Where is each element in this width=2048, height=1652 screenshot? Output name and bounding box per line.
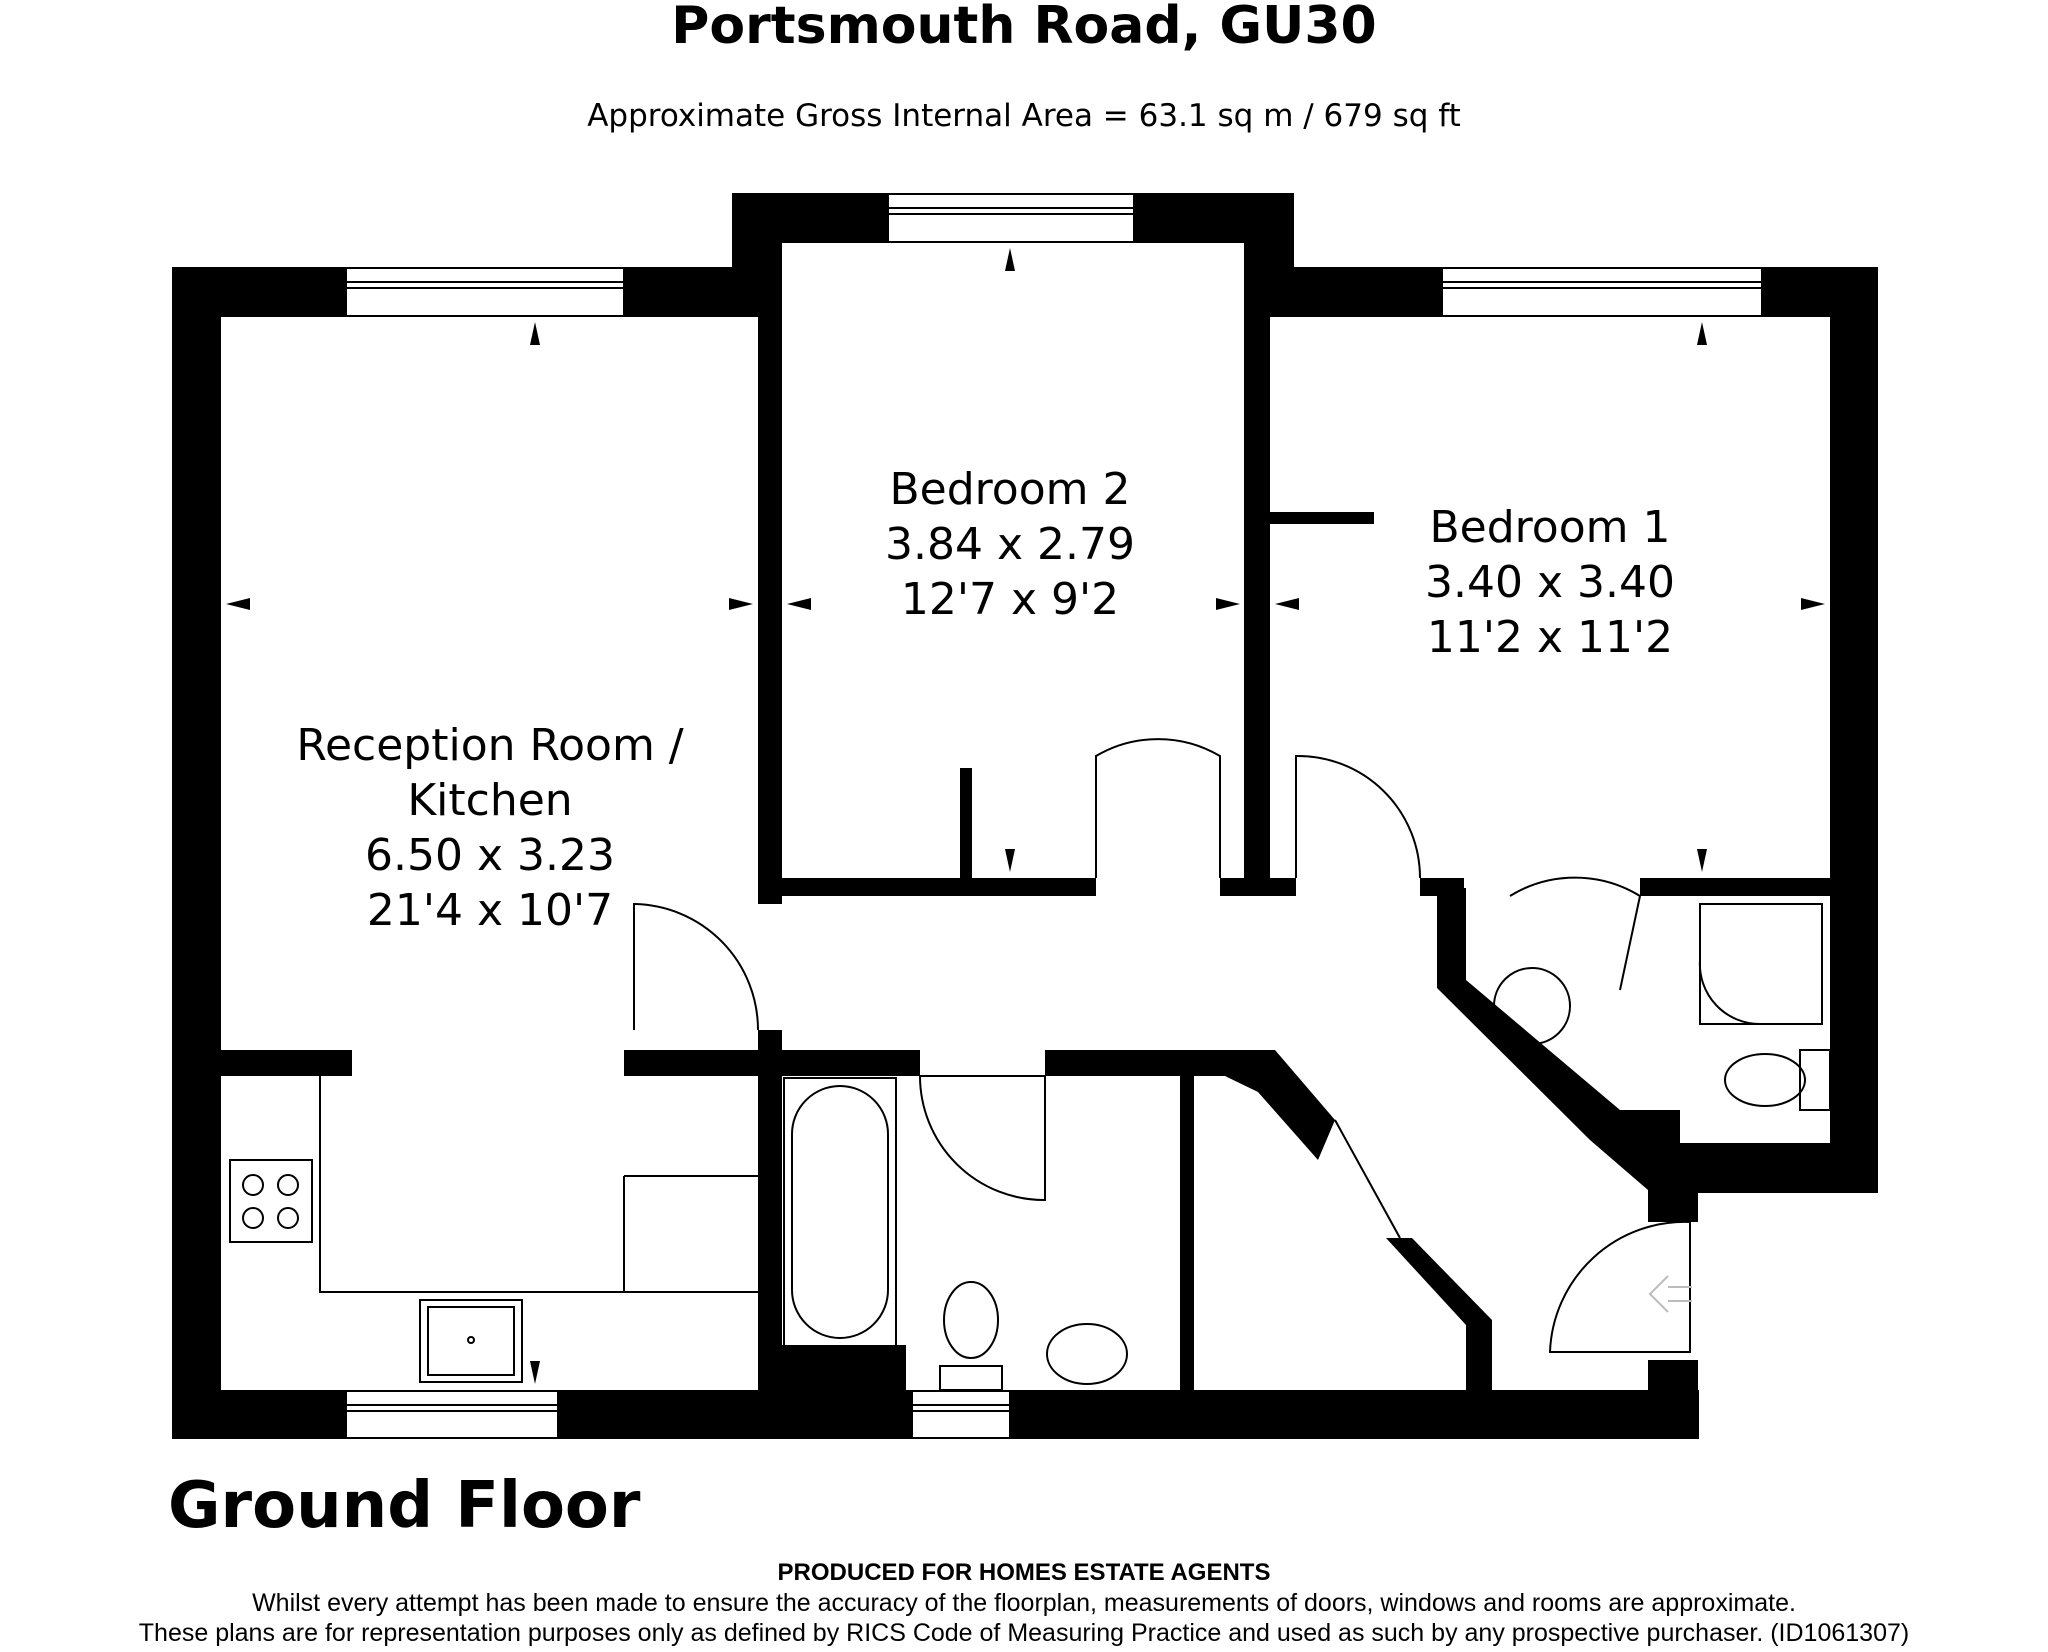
kitchen-fittings (229, 1076, 758, 1383)
dimension-arrows (226, 248, 1825, 1384)
room-name: Bedroom 2 (889, 464, 1131, 515)
room-label-bedroom-2: Bedroom 2 3.84 x 2.79 12'7 x 9'2 (840, 462, 1180, 627)
footer-heading: PRODUCED FOR HOMES ESTATE AGENTS (777, 1559, 1271, 1586)
room-name-line1: Reception Room / (296, 720, 684, 771)
room-dimensions-metric: 3.40 x 3.40 (1425, 557, 1675, 608)
diagonal-walls (1220, 888, 1698, 1390)
room-name-line2: Kitchen (407, 775, 573, 826)
floor-label: Ground Floor (168, 1469, 641, 1543)
room-dimensions-imperial: 11'2 x 11'2 (1426, 612, 1674, 663)
room-dimensions-metric: 3.84 x 2.79 (885, 519, 1135, 570)
entrance-arrow (1648, 1275, 1692, 1313)
footer-disclaimer-line2: These plans are for representation purpo… (138, 1619, 1910, 1647)
footer-disclaimer-line1: Whilst every attempt has been made to en… (252, 1589, 1796, 1617)
room-name: Bedroom 1 (1429, 502, 1671, 553)
plan-title: Portsmouth Road, GU30 (671, 0, 1377, 56)
doors (633, 738, 1691, 1353)
gross-internal-area: Approximate Gross Internal Area = 63.1 s… (587, 98, 1461, 134)
bathroom-fittings (783, 903, 1831, 1391)
interior-walls (172, 317, 1878, 1390)
room-label-bedroom-1: Bedroom 1 3.40 x 3.40 11'2 x 11'2 (1380, 500, 1720, 665)
room-dimensions-imperial: 12'7 x 9'2 (900, 574, 1120, 625)
room-dimensions-imperial: 21'4 x 10'7 (366, 885, 614, 936)
windows (345, 193, 1763, 1439)
room-dimensions-metric: 6.50 x 3.23 (365, 830, 615, 881)
room-label-reception: Reception Room / Kitchen 6.50 x 3.23 21'… (280, 718, 700, 938)
